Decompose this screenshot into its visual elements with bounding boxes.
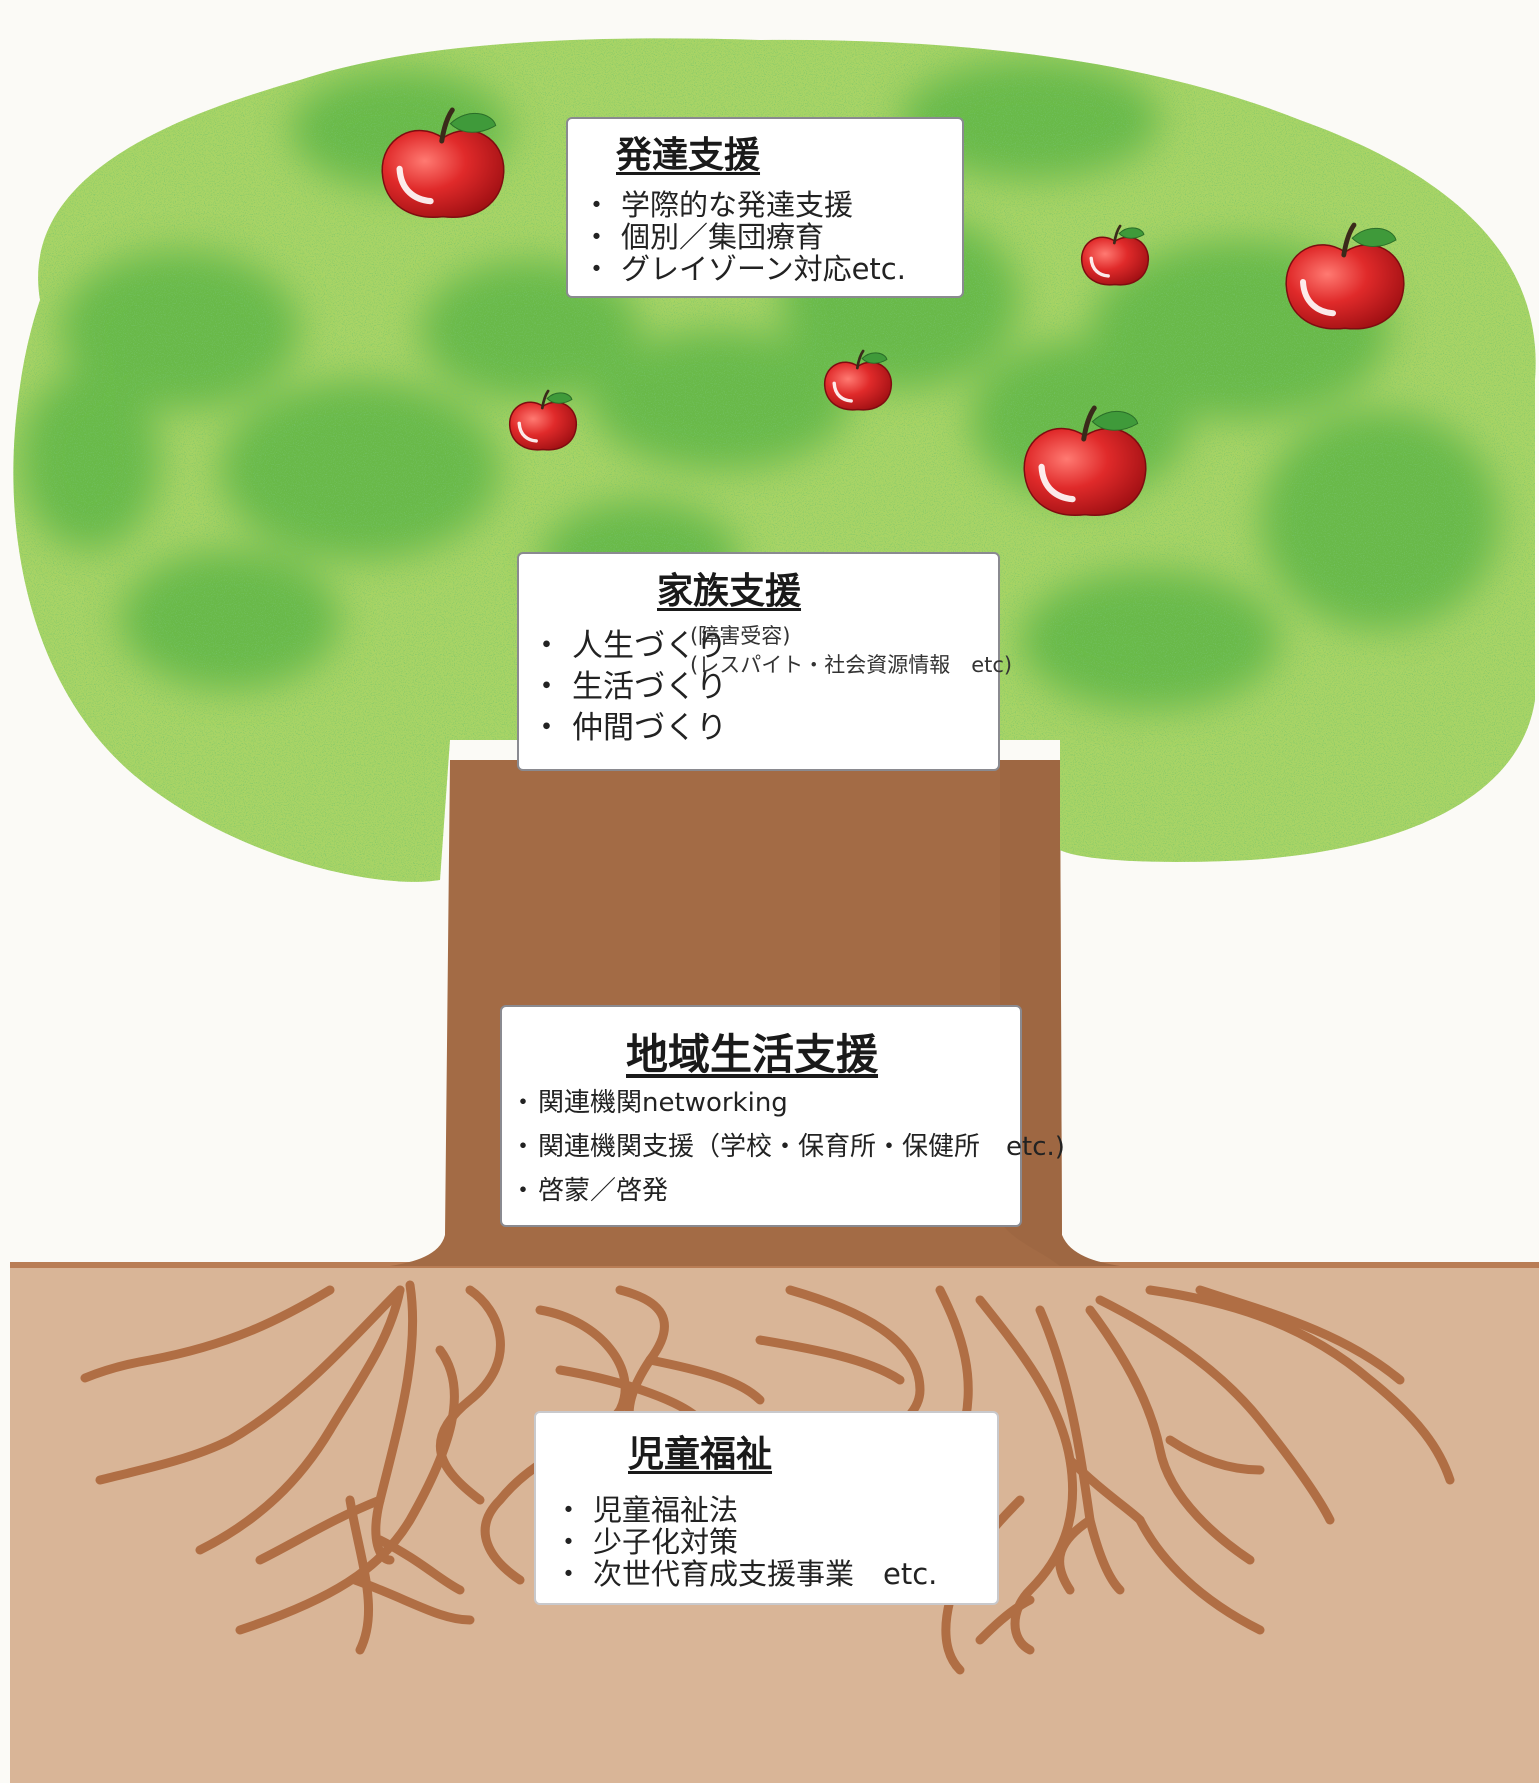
apple-icon	[1080, 224, 1150, 286]
child-welfare-list: ・児童福祉法 ・少子化対策 ・次世代育成支援事業 etc.	[554, 1494, 937, 1590]
community-support-list: ・関連機関networking ・関連機関支援（学校・保育所・保健所 etc.)…	[510, 1081, 1065, 1213]
development-support-title: 発達支援	[616, 135, 761, 176]
family-support-panel: 家族支援 ・人生づくり ・生活づくり ・仲間づくり (障害受容) (レスパイト・…	[517, 552, 1012, 771]
bullet: ・	[554, 1493, 584, 1527]
community-support-title: 地域生活支援	[626, 1030, 879, 1079]
apple-icon	[1285, 222, 1405, 330]
list-item: ・関連機関支援（学校・保育所・保健所 etc.)	[510, 1132, 1065, 1162]
bullet: ・	[582, 252, 612, 286]
child-welfare-panel: 児童福祉 ・児童福祉法 ・少子化対策 ・次世代育成支援事業 etc.	[534, 1411, 999, 1605]
bullet: ・	[531, 710, 562, 746]
list-item: ・学際的な発達支援	[582, 188, 854, 222]
list-item: ・児童福祉法	[554, 1493, 739, 1527]
community-support-panel: 地域生活支援 ・関連機関networking ・関連機関支援（学校・保育所・保健…	[500, 1005, 1065, 1227]
bullet: ・	[531, 628, 562, 664]
apple-icon	[508, 389, 578, 451]
bullet: ・	[531, 669, 562, 705]
child-welfare-title: 児童福祉	[628, 1434, 773, 1475]
family-note-acceptance: (障害受容)	[690, 624, 791, 648]
list-item: ・啓蒙／啓発	[510, 1176, 669, 1206]
bullet: ・	[554, 1525, 584, 1559]
family-note-respite: (レスパイト・社会資源情報 etc)	[690, 653, 1013, 677]
bullet: ・	[582, 220, 612, 254]
bullet: ・	[510, 1176, 537, 1206]
list-item: ・少子化対策	[554, 1525, 739, 1559]
list-item: ・仲間づくり	[531, 710, 727, 746]
list-item: ・個別／集団療育	[582, 220, 825, 254]
trunk-shadow	[1000, 760, 1120, 1266]
apple-icon	[823, 349, 893, 411]
development-support-list: ・学際的な発達支援 ・個別／集団療育 ・グレイゾーン対応etc.	[582, 189, 906, 285]
list-item: ・関連機関networking	[510, 1088, 788, 1118]
apples	[381, 107, 1405, 516]
list-item: ・人生づくり	[531, 628, 727, 664]
family-support-list: ・人生づくり ・生活づくり ・仲間づくり	[531, 626, 727, 749]
bullet: ・	[510, 1132, 537, 1162]
bullet: ・	[582, 188, 612, 222]
list-item: ・次世代育成支援事業 etc.	[554, 1557, 938, 1591]
family-support-title: 家族支援	[657, 571, 802, 612]
list-item: ・生活づくり	[531, 669, 727, 705]
list-item: ・グレイゾーン対応etc.	[582, 252, 906, 286]
bullet: ・	[510, 1088, 537, 1118]
apple-icon	[1023, 405, 1147, 516]
development-support-panel: 発達支援 ・学際的な発達支援 ・個別／集団療育 ・グレイゾーン対応etc.	[566, 117, 964, 298]
apple-icon	[381, 107, 505, 218]
bullet: ・	[554, 1557, 584, 1591]
